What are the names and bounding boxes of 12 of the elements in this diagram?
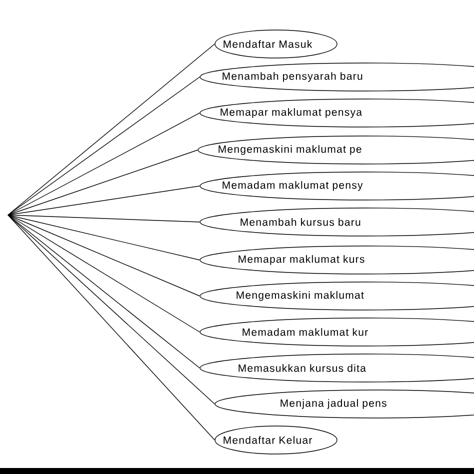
association-line — [8, 214, 200, 332]
association-line — [8, 76, 200, 216]
association-line — [8, 112, 200, 216]
association-line — [8, 150, 198, 216]
association-line — [8, 214, 200, 368]
association-line — [8, 214, 200, 296]
association-line — [8, 44, 215, 216]
association-line — [8, 214, 215, 404]
association-line — [8, 214, 200, 260]
association-line — [8, 214, 215, 440]
association-line — [8, 186, 200, 216]
association-line — [8, 214, 200, 222]
